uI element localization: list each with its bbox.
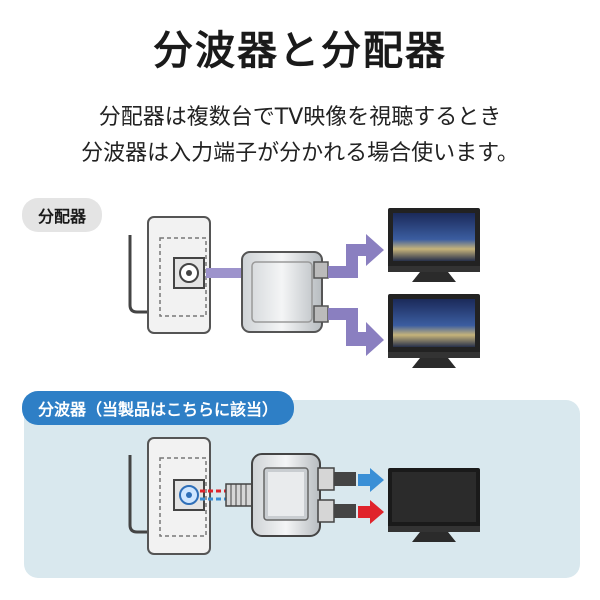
- output-arrow-2: [328, 308, 384, 356]
- tv-icon-2: [388, 294, 480, 368]
- input-connector-icon: [225, 483, 255, 507]
- splitter-diagram: [128, 208, 480, 368]
- diplexer-label: 分波器（当製品はこちらに該当）: [22, 391, 295, 425]
- description-line-2: 分波器は入力端子が分かれる場合使います。: [81, 141, 519, 166]
- input-cable: [206, 268, 242, 278]
- splitter-label: 分配器: [22, 198, 103, 232]
- wall-outlet-icon: [147, 216, 211, 334]
- splitter-icon: [241, 251, 329, 333]
- tv-icon-1: [388, 208, 480, 282]
- tv-icon: [388, 468, 480, 542]
- diplexer-diagram: [128, 437, 480, 555]
- wall-outlet-icon: [147, 437, 211, 555]
- output-arrow-red: [358, 500, 384, 524]
- description: 分配器は複数台でTV映像を視聴するとき 分波器は入力端子が分かれる場合使います。: [0, 100, 600, 172]
- output-arrow-blue: [358, 468, 384, 492]
- output-arrow-1: [328, 234, 384, 278]
- page-title: 分波器と分配器: [153, 28, 447, 74]
- cable-line: [128, 455, 160, 534]
- description-line-1: 分配器は複数台でTV映像を視聴するとき: [98, 105, 502, 130]
- cable-line: [128, 235, 162, 314]
- diplexer-icon: [251, 453, 356, 537]
